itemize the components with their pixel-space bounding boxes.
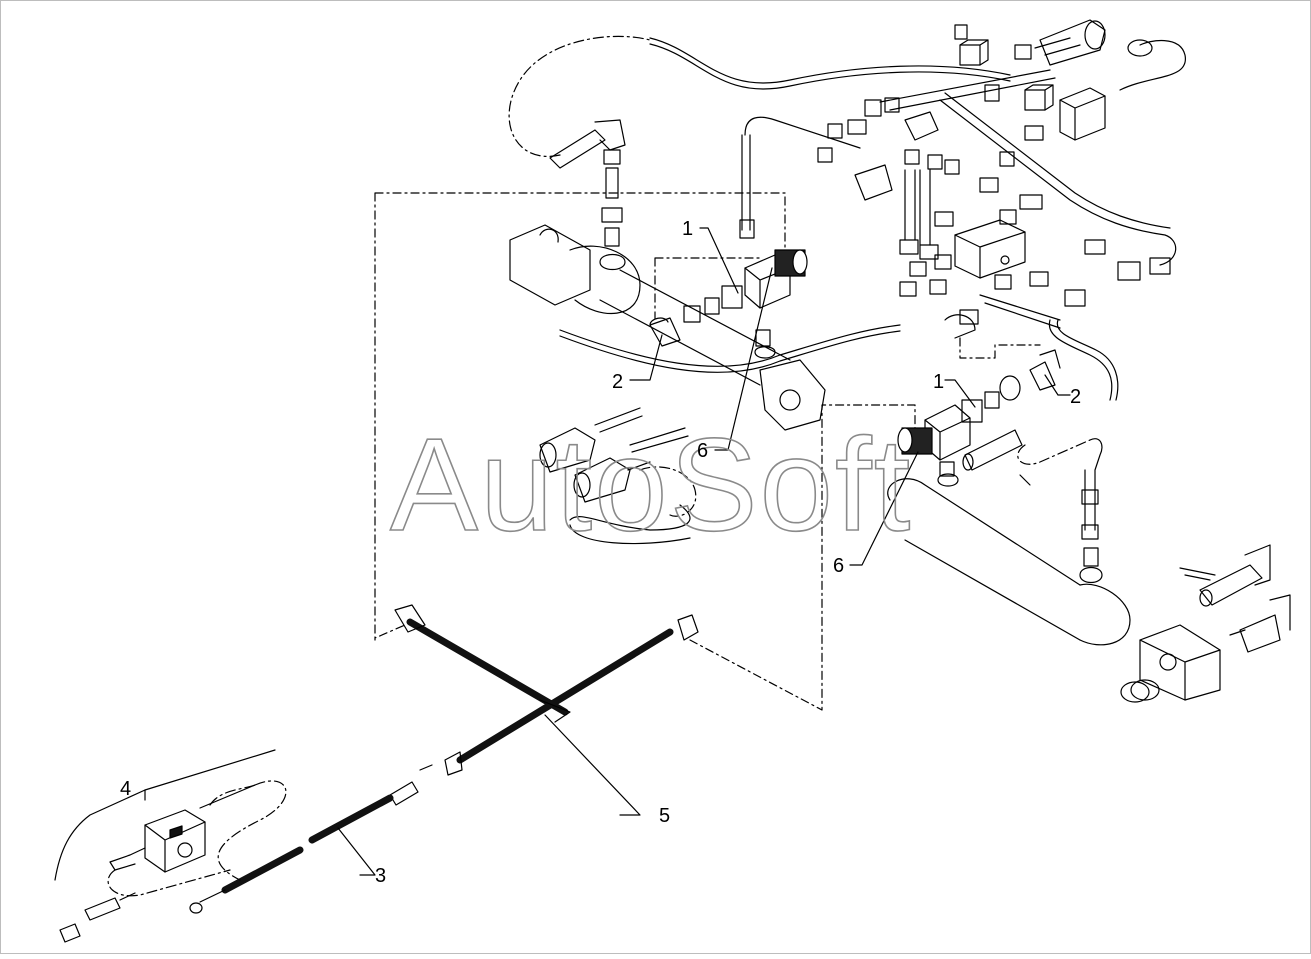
cable-assembly (189, 764, 433, 914)
hydraulic-cylinder-left (509, 224, 826, 431)
callout-6-lower: 6 (833, 555, 844, 577)
center-hose (559, 324, 901, 367)
dashed-leader-upper (654, 257, 761, 319)
fitting-chain-upper-center (817, 97, 1171, 339)
vertical-hose-fitting (739, 219, 755, 239)
callout-6-upper: 6 (697, 440, 708, 462)
callout-labels: 1 2 6 1 2 6 4 5 3 (120, 218, 1081, 887)
dashed-assembly-outline (374, 192, 916, 711)
right-hose (1048, 319, 1113, 401)
callout-1-lower: 1 (933, 371, 944, 393)
right-hose-fitting-b (1081, 524, 1099, 540)
solenoid-valve-lower (897, 349, 1061, 461)
callout-2-lower: 2 (1070, 386, 1081, 408)
pin-parts-right (1179, 544, 1291, 653)
hydraulic-cylinder-right (887, 478, 1221, 703)
control-box (54, 749, 287, 943)
upper-hose-loop-dashed (508, 35, 651, 157)
dashed-leader-right (959, 337, 1041, 359)
elbow-fitting-upper-left (549, 119, 626, 271)
valve-block-upper-right (1024, 39, 1186, 141)
callout-4: 4 (120, 778, 131, 800)
diagonal-hose-upper (879, 69, 1056, 111)
pin-center-right (964, 429, 1023, 471)
callout-3: 3 (375, 865, 386, 887)
quick-coupler-cluster-left (539, 407, 697, 545)
right-hose-fitting-a (1081, 489, 1099, 505)
callout-1-upper: 1 (682, 218, 693, 240)
callout-2-upper: 2 (612, 371, 623, 393)
watermark-text: AutoSoft (390, 411, 912, 558)
valve-block-center (934, 194, 1106, 279)
vertical-hose-left (741, 116, 861, 231)
quick-coupler-group-top (959, 19, 1106, 111)
fitting-under-upper-valve (755, 329, 771, 347)
solenoid-valve-upper (649, 249, 808, 347)
small-bolt-top (954, 24, 968, 40)
leader-lines (144, 227, 1071, 876)
upper-hose (649, 37, 1011, 84)
right-hose-fitting-c (1083, 547, 1099, 567)
wiring-harness-y (394, 604, 699, 776)
callout-5: 5 (659, 805, 670, 827)
